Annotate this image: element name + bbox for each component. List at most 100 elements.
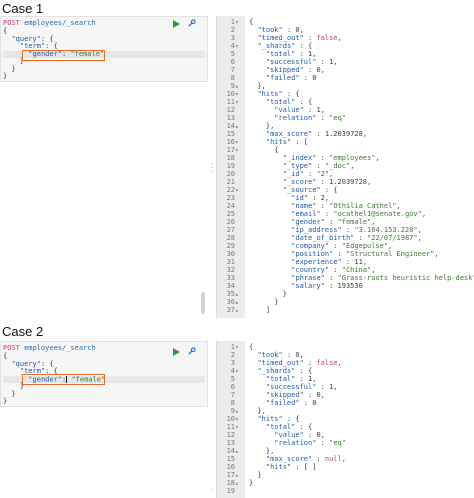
line-number: 19 (226, 487, 235, 495)
request-code-line[interactable]: } (3, 389, 16, 398)
fold-arrow-icon[interactable]: ▴ (235, 123, 239, 130)
response-code-line: 29 "company" : "Edgepulse", (217, 242, 473, 250)
code-text: { (249, 18, 254, 26)
wrench-icon[interactable] (187, 19, 196, 28)
response-code-line: 2 "took" : 0, (217, 26, 473, 34)
fold-arrow-icon[interactable]: ▴ (235, 299, 239, 306)
response-code-line: 16 "hits" : [ ] (217, 463, 473, 471)
line-number: 34 (226, 282, 235, 290)
response-code-line: 21 "_score" : 1.2039728, (217, 178, 473, 186)
response-code-line: 3 "timed_out" : false, (217, 359, 473, 367)
request-code-line[interactable]: "term": { (19, 42, 58, 50)
code-text: "total" : 1, (265, 375, 317, 383)
fold-arrow-icon[interactable]: ▴ (235, 480, 239, 487)
fold-arrow-icon[interactable]: ▾ (235, 344, 239, 351)
fold-arrow-icon[interactable]: ▴ (235, 291, 239, 298)
line-number: 21 (226, 178, 235, 186)
fold-arrow-icon[interactable]: ▾ (235, 416, 239, 423)
code-text: "skipped" : 0, (265, 391, 325, 399)
fold-arrow-icon[interactable]: ▾ (235, 424, 239, 431)
response-code-line: 18 "_index" : "employees", (217, 154, 473, 162)
fold-arrow-icon[interactable]: ▴ (235, 448, 239, 455)
line-number: 16 (226, 463, 235, 471)
line-number: 3 (230, 359, 235, 367)
request-code-line[interactable]: "query": { (11, 34, 54, 43)
fold-arrow-icon[interactable]: ▾ (235, 147, 239, 154)
line-number: 12 (226, 431, 235, 439)
http-method: POST (3, 19, 20, 27)
fold-arrow-icon[interactable]: ▾ (235, 43, 239, 50)
response-code-line: 17▴ } (217, 471, 473, 479)
fold-arrow-icon[interactable]: ▾ (235, 139, 239, 146)
code-text: "_shards" : { (257, 42, 313, 50)
fold-arrow-icon[interactable]: ▾ (235, 19, 239, 26)
line-number: 28 (226, 234, 235, 242)
fold-arrow-icon[interactable]: ▾ (235, 187, 239, 194)
response-code-line: 34 "salary" : 193530 (217, 282, 473, 290)
code-text: "skipped" : 0, (265, 66, 325, 74)
code-text: "hits" : { (257, 415, 300, 423)
code-text: } (249, 471, 262, 479)
code-text: "max_score" : null, (265, 455, 346, 463)
response-code-line: 19 (217, 487, 473, 495)
panel-splitter[interactable]: ··· (210, 160, 215, 176)
request-code-line[interactable]: } (3, 57, 25, 65)
highlight-box (22, 374, 105, 385)
panel-splitter[interactable]: · (210, 486, 215, 494)
line-number: 13 (226, 439, 235, 447)
code-text: "_score" : 1.2039728, (282, 178, 372, 186)
request-code-line[interactable]: } (3, 72, 8, 80)
line-number: 14 (226, 122, 235, 130)
request-code-line[interactable]: "term": { (19, 367, 58, 375)
response-code-line: 30 "position" : "Structural Engineer", (217, 250, 473, 258)
request-code-line[interactable]: } (3, 64, 16, 73)
line-number: 17 (226, 471, 235, 479)
response-code-line: 18▴} (217, 479, 473, 487)
line-number: 27 (226, 226, 235, 234)
response-code-line: 24 "name" : "Othilia Cathel", (217, 202, 473, 210)
line-number: 29 (226, 242, 235, 250)
request-code-line[interactable]: } (3, 397, 8, 405)
response-code-line: 22▾ "_source" : { (217, 186, 473, 194)
wrench-icon[interactable] (187, 347, 196, 356)
code-text: "failed" : 0 (265, 399, 317, 407)
response-code-line: 32 "country" : "China", (217, 266, 473, 274)
code-text: "id" : 2, (291, 194, 330, 202)
fold-arrow-icon[interactable]: ▴ (235, 307, 239, 314)
fold-arrow-icon[interactable]: ▴ (235, 408, 239, 415)
response-code-line: 12 "value" : 0, (217, 431, 473, 439)
case-1-title: Case 1 (2, 1, 44, 16)
line-number: 8 (230, 74, 235, 82)
fold-arrow-icon[interactable]: ▾ (235, 99, 239, 106)
line-number: 31 (226, 258, 235, 266)
highlight-box (22, 50, 105, 61)
request-panel-1[interactable]: POST employees/_search { "query": { "ter… (0, 16, 208, 82)
play-icon[interactable] (173, 20, 180, 28)
code-text: "email" : "ocathel1@senate.gov", (291, 210, 427, 218)
response-code-line: 9▴ }, (217, 82, 473, 90)
fold-arrow-icon[interactable]: ▾ (235, 91, 239, 98)
response-code-line: 28 "date_of_birth" : "22/07/1987", (217, 234, 473, 242)
request-code-line[interactable]: { (3, 27, 8, 35)
request-code-line[interactable]: } (3, 382, 25, 390)
line-number: 7 (230, 66, 235, 74)
fold-arrow-icon[interactable]: ▴ (235, 83, 239, 90)
play-icon[interactable] (173, 348, 180, 356)
line-number: 13 (226, 114, 235, 122)
line-number: 1 (230, 18, 235, 26)
code-text: "successful" : 1, (265, 58, 338, 66)
fold-arrow-icon[interactable]: ▾ (235, 368, 239, 375)
code-text: "hits" : { (257, 90, 300, 98)
response-code-line: 13 "relation" : "eq" (217, 114, 473, 122)
request-code-line[interactable]: "query": { (11, 359, 54, 368)
line-number: 6 (230, 58, 235, 66)
line-number: 16 (226, 138, 235, 146)
fold-arrow-icon[interactable]: ▴ (235, 472, 239, 479)
request-code-line[interactable]: { (3, 352, 8, 360)
request-scrollbar[interactable] (201, 292, 205, 314)
response-code-line: 12 "value" : 1, (217, 106, 473, 114)
response-code-line: 33 "phrase" : "Grass-roots heuristic hel… (217, 274, 474, 282)
code-text: "hits" : [ ] (265, 463, 317, 471)
response-code-line: 15 "max_score" : 1.2039728, (217, 130, 473, 138)
line-number: 32 (226, 266, 235, 274)
